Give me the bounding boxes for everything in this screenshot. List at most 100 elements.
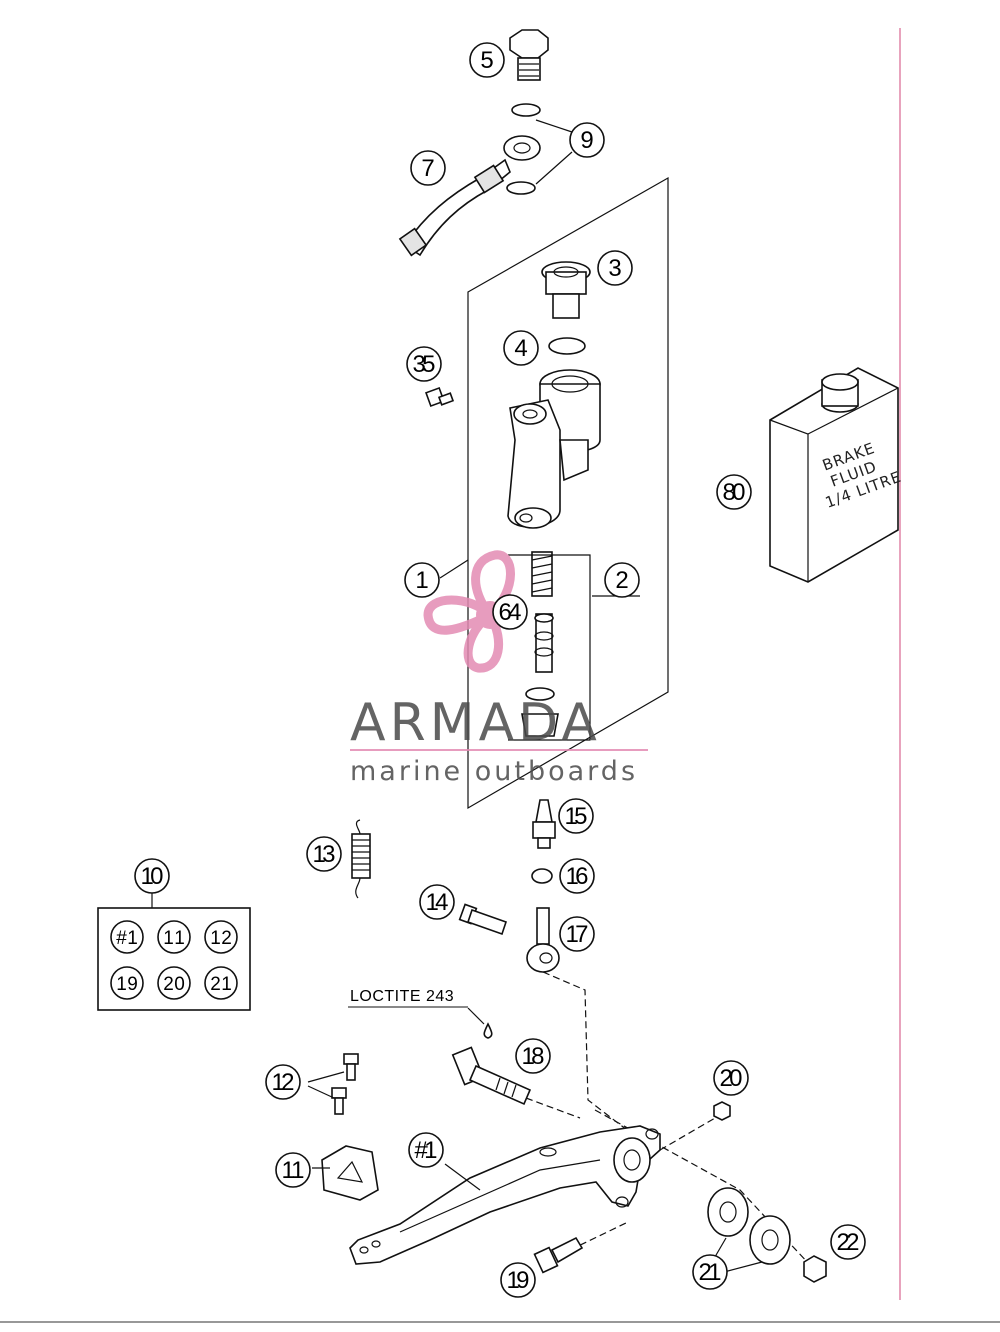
foot-plate-part — [321, 1145, 379, 1201]
callout-1: 1 — [404, 562, 440, 598]
callout-64-label: 64 — [499, 599, 522, 626]
washer-bottom — [506, 181, 536, 195]
callout-21-label: 21 — [699, 1259, 722, 1286]
callout-20-circle — [713, 1060, 749, 1096]
callout-19-label: 19 — [507, 1267, 530, 1294]
reservoir-connector-part — [541, 261, 591, 319]
callout-16-circle — [559, 858, 595, 894]
watermark: ARMADA marine outboards — [350, 550, 648, 787]
nut-22-part — [803, 1255, 827, 1283]
callout-11: 11 — [275, 1152, 311, 1188]
callout-13: 13 — [306, 836, 342, 872]
brake-pedal-part — [349, 1125, 661, 1265]
callout-19-circle — [500, 1262, 536, 1298]
callout-14: 14 — [419, 884, 455, 920]
callout-15: 15 — [558, 798, 594, 834]
master-cylinder-part — [507, 369, 601, 529]
callout-1-circle — [404, 562, 440, 598]
callout-9: 9 — [569, 122, 605, 158]
callout-12: 12 — [265, 1064, 301, 1100]
kit-item-5-label: 20 — [163, 974, 185, 995]
callout-10-circle — [134, 858, 170, 894]
shoulder-bolt-part — [451, 1046, 532, 1106]
callout-15-circle — [558, 798, 594, 834]
callout-7: 7 — [410, 150, 446, 186]
callout-2: 2 — [604, 562, 640, 598]
watermark-brand: ARMADA — [350, 693, 601, 753]
kit-item-6: 21 — [204, 966, 238, 1000]
kit-item-4: 19 — [110, 966, 144, 1000]
callout-12-label: 12 — [272, 1069, 295, 1096]
callout-l1-circle — [408, 1132, 444, 1168]
nut-20-part — [713, 1101, 731, 1121]
kit-item-2-circle — [157, 920, 191, 954]
callout-64-circle — [492, 594, 528, 630]
callout-l1-label: #1 — [415, 1137, 438, 1164]
screw-35-part — [425, 387, 455, 407]
screws-12-part — [331, 1053, 359, 1115]
callout-11-circle — [275, 1152, 311, 1188]
callout-2-label: 2 — [615, 567, 628, 594]
piston-set-part — [508, 551, 591, 741]
callout-13-circle — [306, 836, 342, 872]
kit-item-4-circle — [110, 966, 144, 1000]
callout-22-circle — [830, 1224, 866, 1260]
callout-10-label: 10 — [141, 863, 164, 890]
callout-9-label: 9 — [580, 127, 593, 154]
callout-15-label: 15 — [565, 803, 588, 830]
callout-12-circle — [265, 1064, 301, 1100]
callout-1-label: 1 — [415, 567, 428, 594]
callout-80: 80 — [716, 474, 752, 510]
callout-64: 64 — [492, 594, 528, 630]
return-spring-part — [351, 819, 371, 899]
kit-item-2: 11 — [157, 920, 191, 954]
callout-11-label: 11 — [282, 1157, 305, 1184]
callout-21: 21 — [692, 1254, 728, 1290]
kit-item-5-circle — [157, 966, 191, 1000]
loctite-drop-icon — [483, 1022, 493, 1039]
callout-35-label: 35 — [413, 351, 436, 378]
kit-item-6-circle — [204, 966, 238, 1000]
axis-line-nut — [659, 1113, 723, 1151]
callout-4-label: 4 — [514, 335, 527, 362]
loctite-label: LOCTITE 243 — [350, 988, 454, 1005]
callout-5: 5 — [469, 42, 505, 78]
callout-14-circle — [419, 884, 455, 920]
kit-item-5: 20 — [157, 966, 191, 1000]
axis-line-18 — [525, 1097, 581, 1119]
kit-item-1: #1 — [110, 920, 144, 954]
bolt-14-part — [458, 903, 508, 936]
callout-22-label: 22 — [837, 1229, 860, 1256]
callout-17-circle — [559, 916, 595, 952]
axis-line-rod — [542, 971, 641, 1141]
callout-17-label: 17 — [566, 921, 589, 948]
callout-4-circle — [503, 330, 539, 366]
callout-16: 16 — [559, 858, 595, 894]
callout-3-label: 3 — [608, 255, 621, 282]
propeller-logo-icon — [423, 550, 515, 673]
brake-hose-part — [398, 135, 541, 257]
callout-35-circle — [406, 346, 442, 382]
banjo-bolt-part — [509, 29, 549, 81]
kit-item-2-label: 11 — [163, 928, 185, 949]
loctite-leader — [467, 1007, 485, 1025]
callout-20: 20 — [713, 1060, 749, 1096]
callout-35: 35 — [406, 346, 442, 382]
callout-7-circle — [410, 150, 446, 186]
callout-9-circle — [569, 122, 605, 158]
kit-item-4-label: 19 — [116, 974, 138, 995]
callout-16-label: 16 — [566, 863, 589, 890]
callout-19: 19 — [500, 1262, 536, 1298]
callout-22: 22 — [830, 1224, 866, 1260]
bolt-19-part — [533, 1236, 584, 1274]
callout-10: 10 — [134, 858, 170, 894]
callout-18: 18 — [515, 1038, 551, 1074]
callout-80-circle — [716, 474, 752, 510]
callout-80-label: 80 — [723, 479, 746, 506]
push-rod-part — [532, 799, 556, 849]
bearings-part — [707, 1187, 791, 1265]
callout-5-label: 5 — [480, 47, 493, 74]
